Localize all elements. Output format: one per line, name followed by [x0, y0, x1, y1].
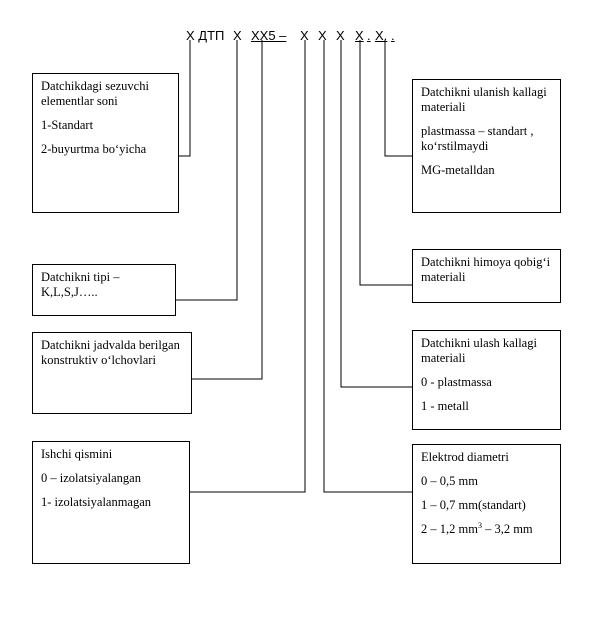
box-connector-material: Datchikni ulash kallagi materiali 0 - pl…	[412, 330, 561, 430]
box-option: 1 - metall	[421, 399, 469, 413]
box-option: 0 - plastmassa	[421, 375, 492, 389]
box-title: Datchikni tipi –	[41, 270, 120, 284]
box-head-material: Datchikni ulanish kallagi materiali plas…	[412, 79, 561, 213]
box-option: 1-Standart	[41, 118, 94, 132]
box-title: Datchikni himoya qobig‘i materiali	[421, 255, 551, 284]
box-title: Datchikni ulanish kallagi materiali	[421, 85, 547, 114]
box-title: Datchikni ulash kallagi materiali	[421, 336, 537, 365]
code-electrode: Х	[318, 28, 327, 43]
code-sheath: Х	[355, 28, 364, 43]
box-option: 0 – 0,5 mm	[421, 474, 478, 488]
electrode-opt2-a: 2 – 1,2 mm	[421, 522, 478, 536]
code-prefix: Х ДТП	[186, 28, 225, 43]
leader-sensor-type	[176, 40, 238, 301]
code-dimensions: ХХ5 –	[251, 28, 287, 43]
box-dimensions: Datchikni jadvalda berilgan konstruktiv …	[32, 332, 192, 414]
leader-working-part	[190, 40, 306, 493]
box-electrode: Elektrod diametri 0 – 0,5 mm 1 – 0,7 mm(…	[412, 444, 561, 564]
leader-connector	[340, 40, 412, 388]
box-option: 0 – izolatsiyalangan	[41, 471, 141, 485]
leader-head	[384, 40, 412, 157]
box-title: Ishchi qismini	[41, 447, 113, 461]
box-title: Datchikni jadvalda berilgan konstruktiv …	[41, 338, 180, 367]
box-option: 1- izolatsiyalanmagan	[41, 495, 152, 509]
box-working-part: Ishchi qismini 0 – izolatsiyalangan 1- i…	[32, 441, 190, 564]
box-option: 1 – 0,7 mm(standart)	[421, 498, 526, 512]
box-sheath-material: Datchikni himoya qobig‘i materiali	[412, 249, 561, 303]
box-option: 2-buyurtma bo‘yicha	[41, 142, 147, 156]
code-dot1: .	[367, 28, 371, 43]
electrode-opt2-sup: 3	[477, 520, 482, 530]
code-dot2: .	[391, 28, 395, 43]
code-working-part: Х	[300, 28, 309, 43]
box-sensor-type: Datchikni tipi – K,L,S,J…..	[32, 264, 176, 316]
box-elements-count: Datchikdagi sezuvchi elementlar soni 1-S…	[32, 73, 179, 213]
leader-sheath	[359, 40, 412, 286]
leader-elements-count	[179, 40, 191, 157]
electrode-opt2-b: – 3,2 mm	[481, 522, 533, 536]
box-option: 2 – 1,2 mm3 – 3,2 mm	[421, 520, 552, 537]
box-option: K,L,S,J…..	[41, 285, 98, 299]
box-title: Datchikdagi sezuvchi elementlar soni	[41, 79, 149, 108]
box-option: plastmassa – standart , ko‘rstilmaydi	[421, 124, 534, 153]
code-head: Х.	[375, 28, 388, 43]
code-designation: Х ДТП Х ХХ5 – Х Х Х Х . Х. .	[0, 27, 591, 47]
box-option: MG-metalldan	[421, 163, 495, 177]
leader-dimensions	[192, 40, 263, 380]
leader-electrode	[323, 40, 412, 493]
box-title: Elektrod diametri	[421, 450, 509, 464]
code-type: Х	[233, 28, 242, 43]
code-connector: Х	[336, 28, 345, 43]
